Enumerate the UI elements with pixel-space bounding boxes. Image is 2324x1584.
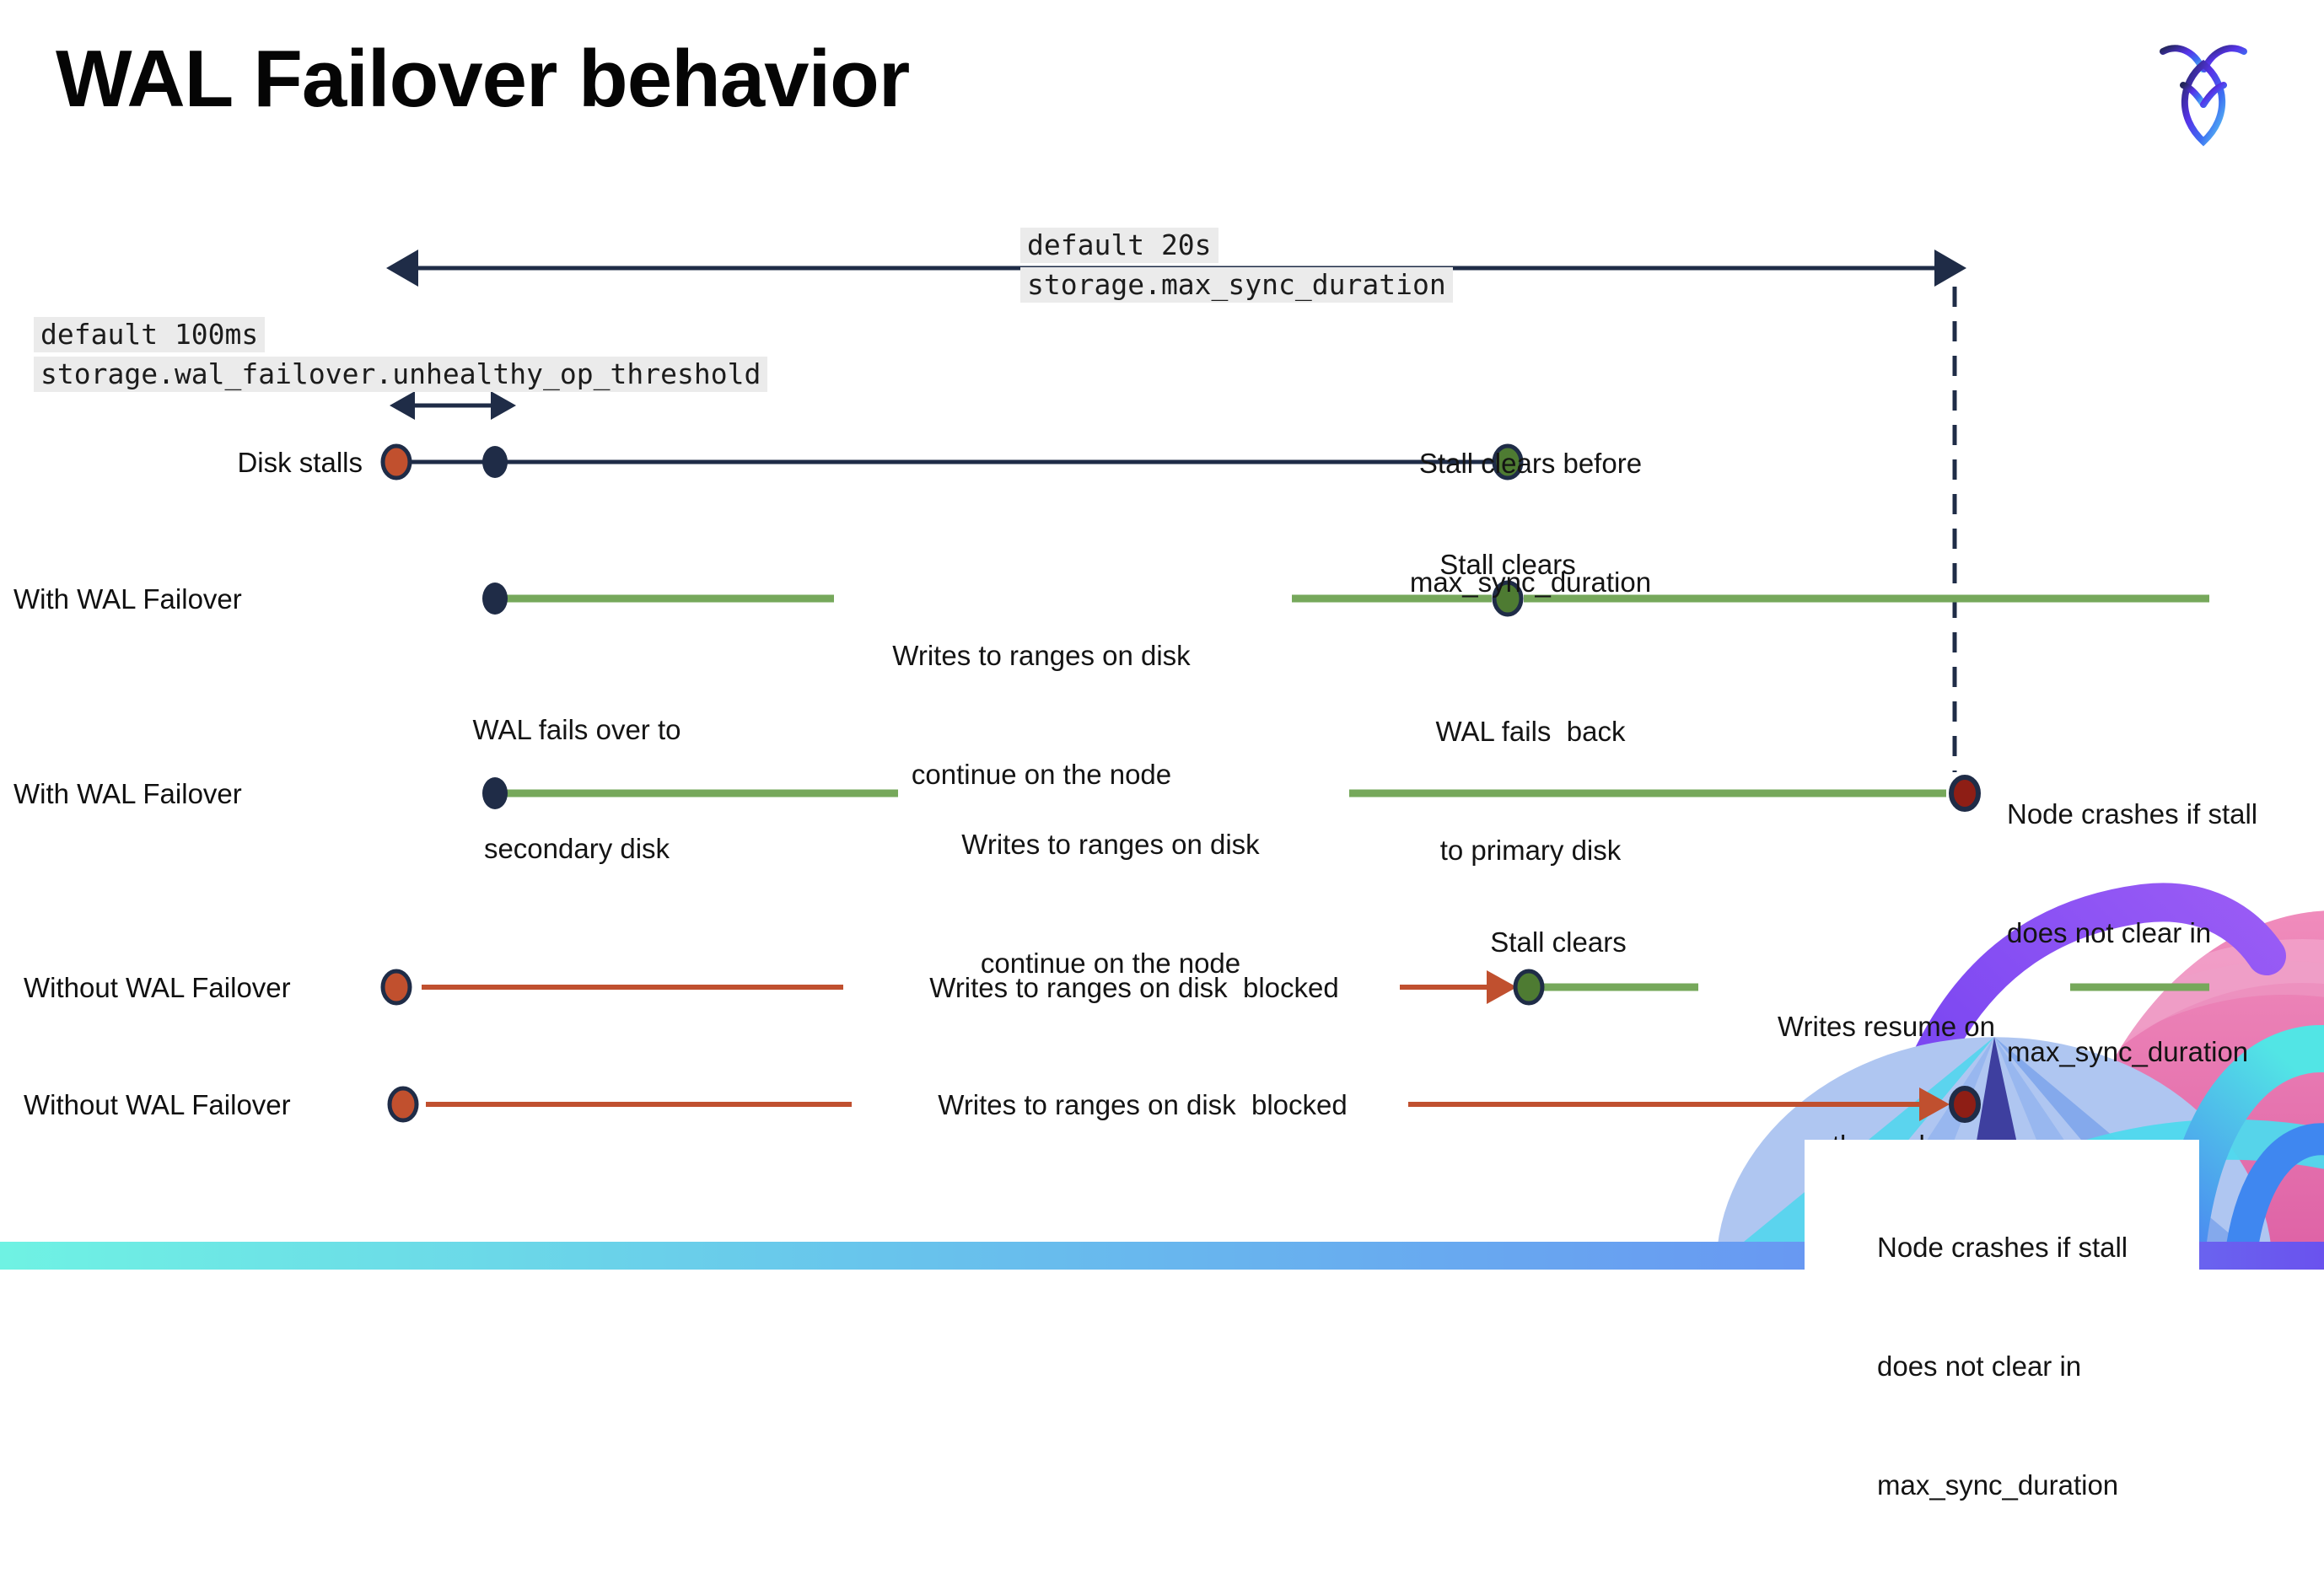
stall-clear-dot-2 [1513,969,1545,1006]
cockroachdb-bug-icon [2160,45,2247,147]
stall-start-dot [380,443,412,481]
page-title: WAL Failover behavior [56,34,910,124]
crash-dot-2 [1949,1086,1981,1123]
row-label-without-failover-2: Without WAL Failover [24,1089,291,1120]
note-stall-clears-before: Stall clears before max_sync_duration [1409,448,1652,598]
note-node-crashes-1: Node crashes if stall does not clear in … [2007,798,2258,1067]
timeline-without-failover-2 [426,1087,1950,1121]
timeline-without-failover-1 [422,970,2209,1004]
note-wal-fails-over: WAL fails over to secondary disk [472,714,681,864]
failover-dot [482,583,508,615]
stall-clear-dot [1492,443,1524,481]
note-stall-clears-2: Stall clears [1490,926,1627,958]
note-node-crashes-2: Node crashes if stall does not clear in … [1877,1232,2128,1501]
stall-start-dot-3 [387,1086,419,1123]
threshold-default-label: default 100ms [34,317,266,352]
note-stall-clears-1: Stall clears [1439,549,1576,580]
failback-dot [1492,580,1524,617]
row-label-without-failover-1: Without WAL Failover [24,972,291,1003]
stall-start-dot-2 [380,969,412,1006]
note-writes-continue-1: Writes to ranges on disk continue on the… [892,640,1191,790]
row-label-with-failover-1: With WAL Failover [13,583,242,615]
crash-dot-1 [1949,775,1981,812]
slide: { "title": "WAL Failover behavior", "ico… [0,34,2324,1501]
unhealthy-op-threshold-arrow [390,391,516,420]
note-writes-blocked-1: Writes to ranges on disk blocked [929,972,1339,1003]
failover-dot-2 [482,777,508,809]
row-label-with-failover-2: With WAL Failover [13,778,242,809]
max-sync-duration-callout: default 20s storage.max_sync_duration [1020,228,1453,303]
note-writes-continue-2: Writes to ranges on disk continue on the… [961,829,1260,979]
max-sync-default-label: default 20s [1020,228,1218,263]
max-sync-setting-name: storage.max_sync_duration [1020,267,1453,303]
note-node-crashes-2-box: Node crashes if stall does not clear in … [1805,1140,2199,1501]
note-wal-fails-back: WAL fails back to primary disk [1435,716,1626,866]
threshold-setting-name: storage.wal_failover.unhealthy_op_thresh… [34,357,768,392]
note-writes-blocked-2: Writes to ranges on disk blocked [938,1089,1348,1120]
event-dots [380,443,1981,1123]
unhealthy-op-threshold-callout: default 100ms storage.wal_failover.unhea… [34,317,768,392]
row-label-disk-stalls: Disk stalls [237,447,363,478]
threshold-dot [482,446,508,478]
